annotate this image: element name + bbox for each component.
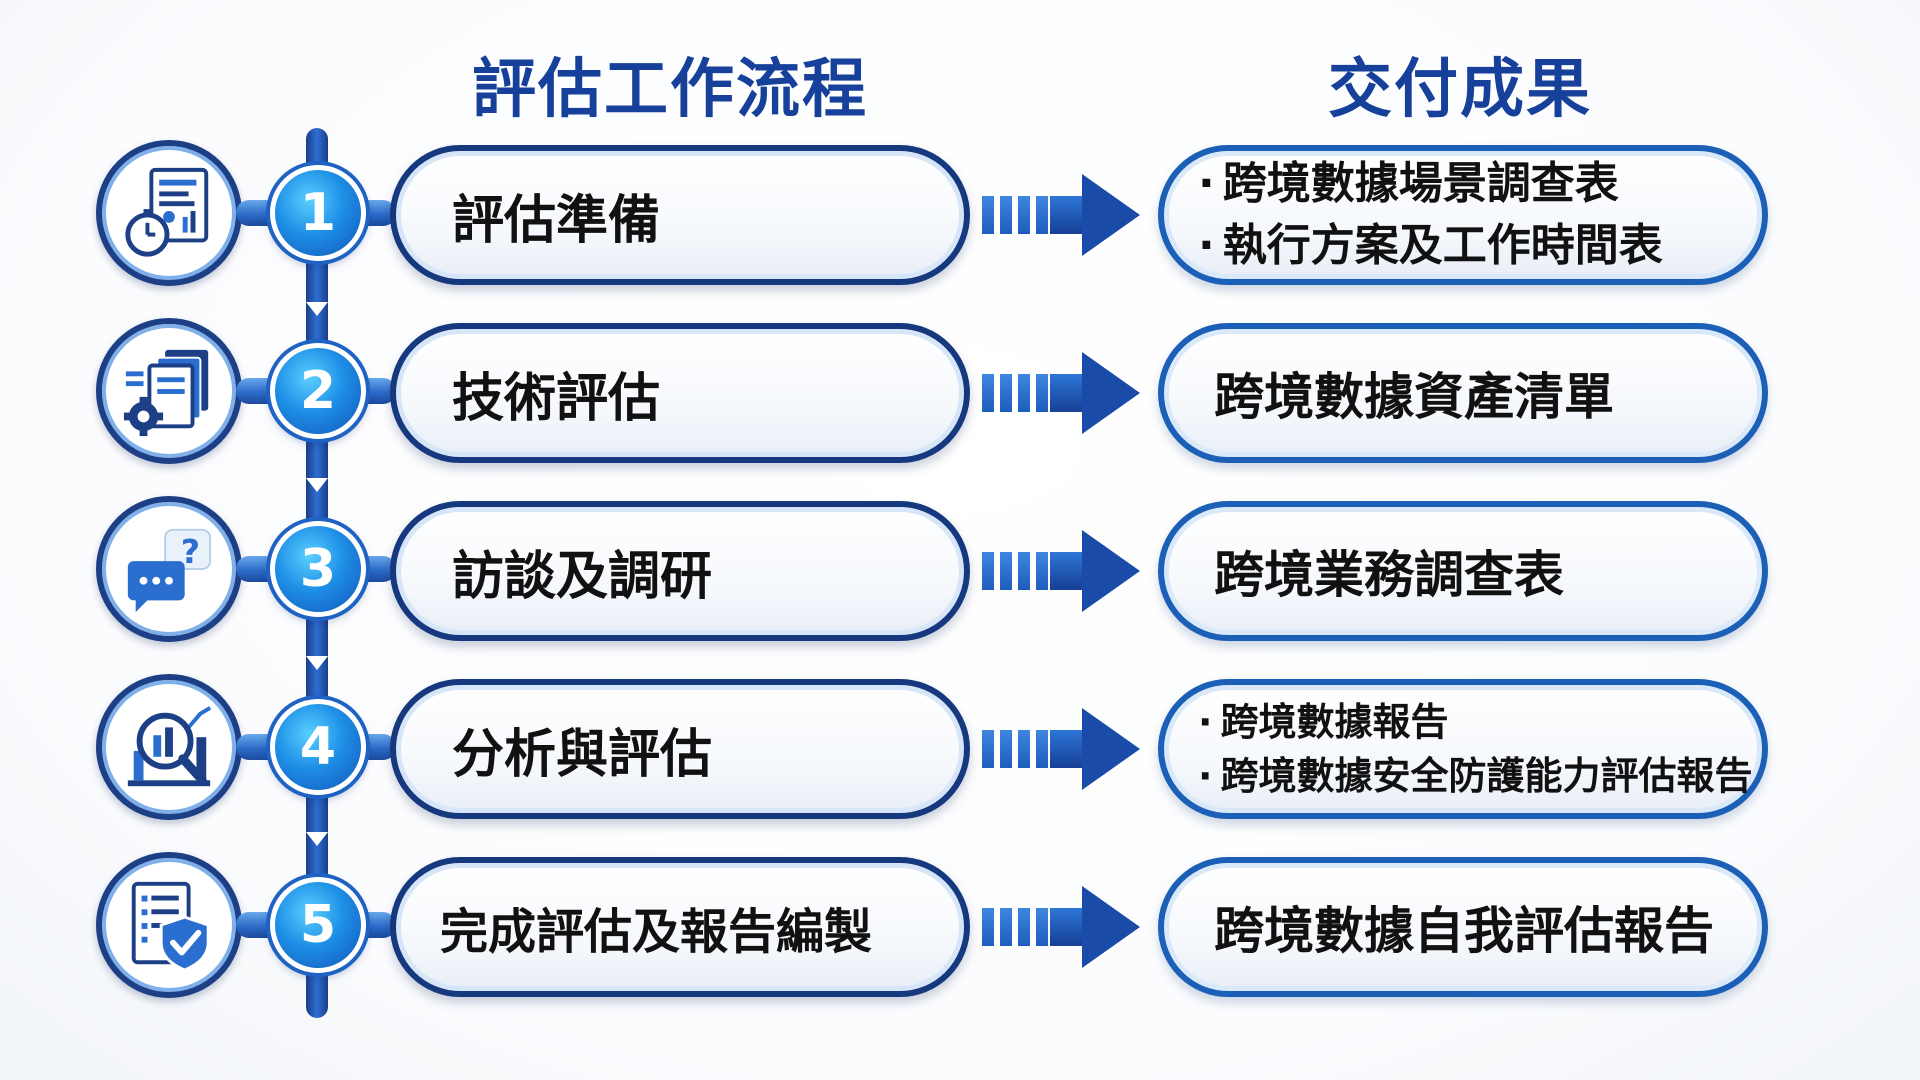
deliverable-pill: 跨境數據資產清單	[1158, 323, 1768, 463]
step-number-badge: 4	[270, 699, 366, 795]
svg-text:?: ?	[181, 532, 200, 571]
deliverable-pill: ·跨境數據報告 ·跨境數據安全防護能力評估報告	[1158, 679, 1768, 819]
step-pill: 評估準備	[390, 145, 970, 285]
deliverables-header: 交付成果	[1328, 53, 1592, 127]
step-row-3: ? 3 訪談及調研 跨境業務調查表	[0, 496, 1920, 646]
deliverable-pill: ·跨境數據場景調查表 ·執行方案及工作時間表	[1158, 145, 1768, 285]
step-number-badge: 3	[270, 521, 366, 617]
step-title: 訪談及調研	[452, 546, 713, 607]
timeline-chevron	[306, 832, 328, 846]
flow-arrow	[982, 708, 1142, 790]
deliverable-item: 跨境數據自我評估報告	[1214, 902, 1714, 960]
flow-arrow	[982, 174, 1142, 256]
step-number-badge: 5	[270, 877, 366, 973]
deliverable-item: ·跨境數據報告	[1198, 700, 1449, 744]
step-title: 分析與評估	[452, 724, 713, 785]
documents-gear-icon	[123, 349, 209, 437]
chat-question-icon: ?	[127, 528, 212, 613]
timeline-chevron	[306, 302, 328, 316]
flow-arrow	[982, 886, 1142, 968]
flow-arrow	[982, 352, 1142, 434]
deliverable-item: 跨境業務調查表	[1214, 546, 1564, 604]
step-icon-ring	[96, 140, 242, 286]
process-header: 評估工作流程	[472, 53, 868, 127]
arrow-right-icon	[1082, 708, 1140, 790]
flow-arrow	[982, 530, 1142, 612]
arrow-right-icon	[1082, 886, 1140, 968]
step-pill: 技術評估	[390, 323, 970, 463]
step-title: 技術評估	[452, 368, 661, 429]
step-pill: 分析與評估	[390, 679, 970, 819]
step-icon-ring	[96, 852, 242, 998]
step-row-4: 4 分析與評估 ·跨境數據報告 ·跨境數據安全防護能力評估報告	[0, 674, 1920, 824]
step-icon-ring: ?	[96, 496, 242, 642]
checklist-shield-icon	[131, 881, 210, 972]
arrow-right-icon	[1082, 352, 1140, 434]
deliverable-list: ·跨境數據報告 ·跨境數據安全防護能力評估報告	[1198, 685, 1752, 813]
step-number-badge: 1	[270, 165, 366, 261]
step-row-1: 1 評估準備 ·跨境數據場景調查表 ·執行方案及工作時間表	[0, 140, 1920, 290]
step-icon-ring	[96, 674, 242, 820]
step-title: 評估準備	[452, 190, 661, 251]
timeline-chevron	[306, 656, 328, 670]
step-pill: 完成評估及報告編製	[390, 857, 970, 997]
step-icon-ring	[96, 318, 242, 464]
arrow-right-icon	[1082, 174, 1140, 256]
deliverable-item: 跨境數據資產清單	[1214, 368, 1614, 426]
deliverable-item: ·跨境數據安全防護能力評估報告	[1198, 754, 1753, 798]
step-row-5: 5 完成評估及報告編製 跨境數據自我評估報告	[0, 852, 1920, 1002]
deliverable-item: ·跨境數據場景調查表	[1198, 158, 1619, 209]
deliverable-list: ·跨境數據場景調查表 ·執行方案及工作時間表	[1198, 151, 1732, 279]
document-stopwatch-icon	[125, 167, 209, 257]
deliverable-pill: 跨境業務調查表	[1158, 501, 1768, 641]
deliverable-item: ·執行方案及工作時間表	[1198, 220, 1663, 271]
step-pill: 訪談及調研	[390, 501, 970, 641]
step-number-badge: 2	[270, 343, 366, 439]
timeline-chevron	[306, 478, 328, 492]
step-title: 完成評估及報告編製	[440, 904, 873, 960]
arrow-right-icon	[1082, 530, 1140, 612]
magnifier-chart-icon	[127, 706, 212, 787]
step-row-2: 2 技術評估 跨境數據資產清單	[0, 318, 1920, 468]
deliverable-pill: 跨境數據自我評估報告	[1158, 857, 1768, 997]
